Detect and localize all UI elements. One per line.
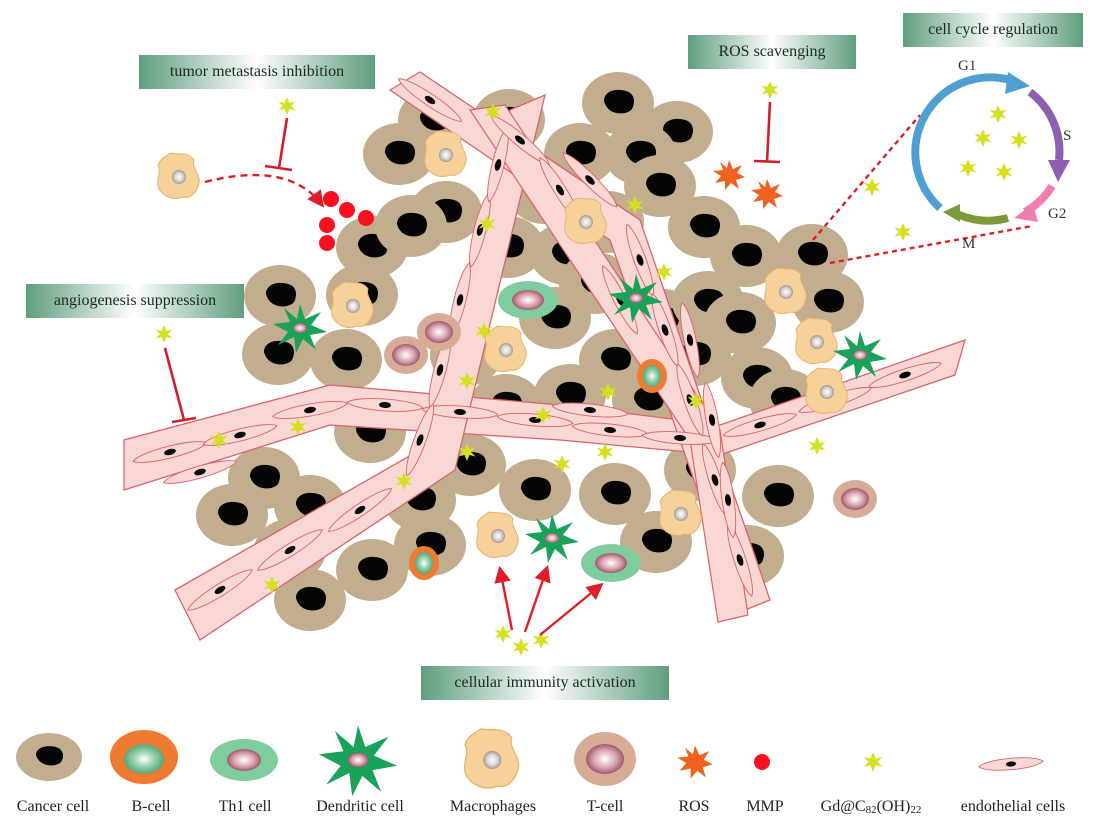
inhibition-symbols — [163, 101, 781, 424]
legend-cancer-cell-icon — [16, 733, 82, 781]
phase-g2-label: G2 — [1048, 206, 1066, 222]
cell-cycle-diagram: G1 S G2 M — [911, 58, 1071, 252]
legend-b-cell-icon — [110, 730, 178, 784]
angiogenesis-suppression-label: angiogenesis suppression — [26, 284, 244, 318]
phase-s-label: S — [1063, 128, 1071, 144]
legend-nanoparticle-icon — [863, 752, 883, 772]
legend-b-cell-label: B-cell — [131, 798, 171, 815]
nano-formula-sub: 82 — [865, 804, 877, 816]
legend-cancer-cell-label: Cancer cell — [16, 798, 90, 815]
cellular-immunity-activation-label: cellular immunity activation — [421, 666, 669, 700]
legend-t-cell-icon — [574, 732, 636, 786]
immunity-arrows — [494, 564, 604, 636]
metastasis-arrow — [204, 173, 324, 208]
phase-g1-label: G1 — [958, 58, 976, 74]
legend-dendritic-cell-label: Dendritic cell — [316, 798, 404, 815]
legend-nanoparticle-label: Gd@C82(OH)22 — [821, 798, 922, 816]
ros-scavenging-label: ROS scavenging — [688, 35, 856, 69]
legend-dendritic-cell-icon — [318, 725, 398, 797]
legend-endothelial-label: endothelial cells — [960, 798, 1066, 815]
phase-m-label: M — [962, 236, 975, 252]
nano-formula-part: (OH) — [876, 798, 911, 815]
legend-mmp-icon — [754, 754, 770, 770]
legend — [16, 725, 1044, 797]
cell-cycle-regulation-label: cell cycle regulation — [903, 13, 1083, 47]
legend-ros-icon — [677, 745, 713, 779]
tumor-metastasis-inhibition-label: tumor metastasis inhibition — [139, 55, 375, 89]
legend-ros-label: ROS — [678, 798, 710, 815]
legend-th1-cell-icon — [210, 739, 278, 781]
mmp-particles — [319, 191, 374, 251]
legend-endothelial-icon — [978, 757, 1044, 771]
nano-formula-part: Gd@C — [820, 798, 866, 815]
legend-th1-cell-label: Th1 cell — [218, 798, 272, 815]
legend-macrophages-label: Macrophages — [449, 798, 537, 815]
nano-formula-sub: 22 — [910, 804, 922, 816]
legend-mmp-label: MMP — [746, 798, 784, 815]
cell-cycle-connector — [812, 114, 1033, 265]
legend-macrophage-icon — [463, 728, 520, 789]
legend-t-cell-label: T-cell — [586, 798, 624, 815]
